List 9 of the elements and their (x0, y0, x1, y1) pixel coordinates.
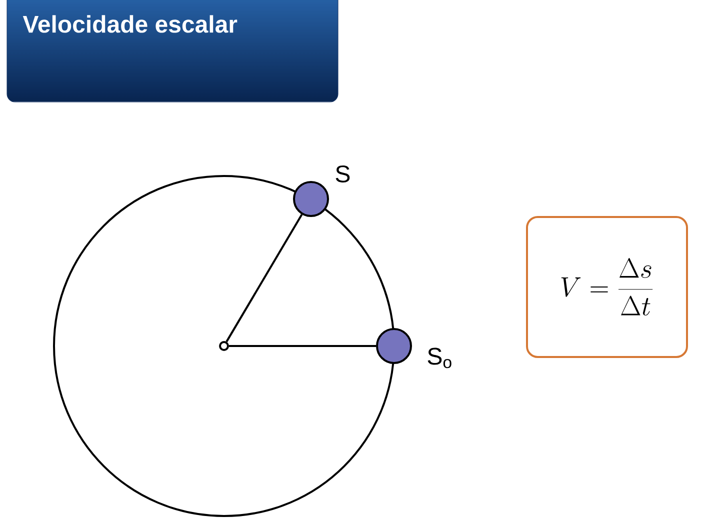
formula-box: $V = \frac{\Delta s}{\Delta t}$ (526, 216, 688, 358)
center-point (219, 341, 229, 351)
title: Velocidade escalar (22, 15, 238, 33)
point-label: S (336, 165, 350, 182)
point-dot (376, 328, 412, 364)
connector-line (229, 345, 376, 347)
point-dot (293, 181, 329, 217)
point-label: S$_{o}$ (428, 348, 452, 368)
connector-line (226, 214, 303, 342)
